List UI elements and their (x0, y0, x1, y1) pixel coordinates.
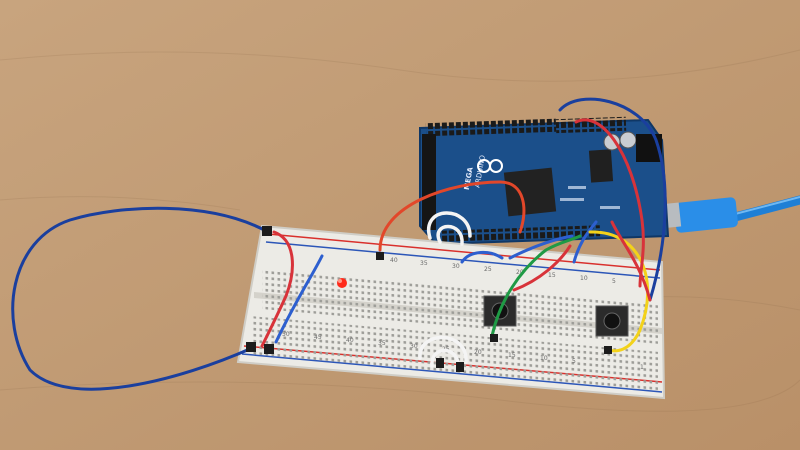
svg-text:5: 5 (572, 358, 576, 365)
svg-text:10: 10 (580, 275, 588, 282)
push-button-right (595, 305, 629, 337)
breadboard-numbers-top: 40 35 30 25 20 15 10 5 (390, 257, 616, 285)
svg-text:10: 10 (540, 355, 548, 362)
svg-text:40: 40 (346, 337, 354, 344)
microcontroller-chip (503, 167, 557, 217)
usb-connector (674, 197, 738, 233)
svg-text:20: 20 (516, 269, 524, 276)
top-header (425, 117, 557, 137)
svg-text:50: 50 (282, 331, 290, 338)
red-led (337, 278, 347, 288)
wire-pins (246, 226, 612, 372)
svg-text:40: 40 (390, 257, 398, 264)
side-header (422, 134, 436, 230)
wire-blue-left (274, 254, 324, 344)
top-rail-red (267, 233, 661, 271)
svg-text:15: 15 (548, 272, 556, 279)
wire-red-left (260, 230, 294, 348)
wire-blue-top (558, 97, 667, 302)
svg-text:25: 25 (484, 266, 492, 273)
svg-text:MEGA: MEGA (463, 166, 475, 191)
wire-white-top (426, 211, 472, 240)
svg-text:30: 30 (452, 263, 460, 270)
wire-blue-mid (460, 251, 504, 264)
svg-text:5: 5 (612, 278, 616, 285)
svg-text:30: 30 (410, 343, 418, 350)
svg-text:15: 15 (508, 352, 516, 359)
wire-blue-loop (11, 206, 270, 391)
svg-text:45: 45 (314, 334, 322, 341)
wire-red-right (574, 118, 645, 288)
svg-text:20: 20 (474, 349, 482, 356)
svg-text:35: 35 (420, 260, 428, 267)
wire-red-arc (378, 180, 526, 252)
wire-red-mid (512, 244, 572, 292)
wire-white-bottom (418, 335, 468, 364)
wire-green (490, 234, 582, 338)
wires (11, 97, 667, 391)
svg-text:35: 35 (378, 340, 386, 347)
svg-text:1: 1 (640, 364, 644, 371)
infinity-logo-icon (477, 159, 503, 173)
arduino-mega-board: MEGA ARDUINO (419, 116, 670, 246)
hole-field-top (262, 269, 658, 344)
